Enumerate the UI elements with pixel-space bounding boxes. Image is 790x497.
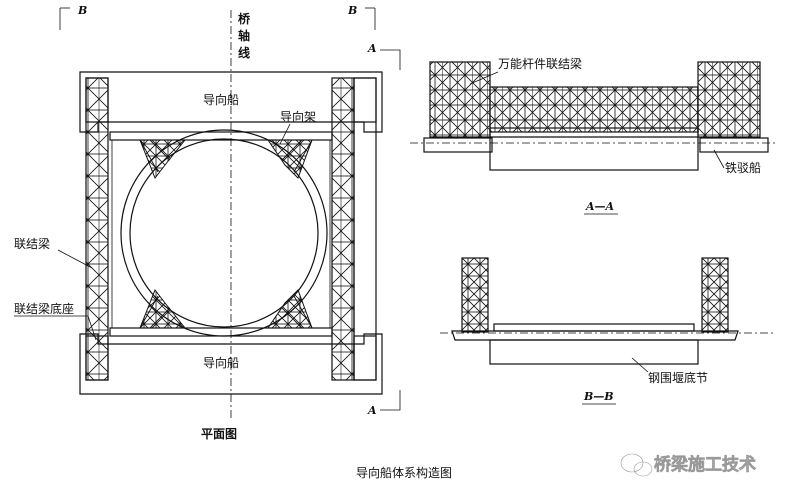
- section-marker-a-bottom: A: [367, 390, 401, 417]
- bb-truss-left: [461, 257, 489, 333]
- cofferdam-outer-circle: [120, 129, 328, 337]
- plan-view: B B A A 桥 轴 线 导向船 导向船: [14, 4, 401, 441]
- aa-barge-right: [699, 137, 769, 153]
- plan-view-label: 平面图: [201, 427, 237, 441]
- cofferdam-inner-circle: [129, 138, 319, 328]
- section-bb-view: 钢围堰底节 B—B: [440, 257, 775, 405]
- iron-barge-leader: [713, 149, 725, 169]
- section-marker-b-right: B: [347, 4, 376, 30]
- svg-text:桥: 桥: [238, 11, 251, 26]
- tie-beam-right: [331, 77, 355, 381]
- section-marker-b-left: B: [59, 4, 87, 30]
- aa-truss-span: [489, 86, 699, 133]
- aa-cofferdam-body: [489, 127, 699, 171]
- tie-beam-left: [85, 77, 109, 381]
- aa-truss-left-tower: [429, 61, 491, 138]
- section-marker-a-top: A: [367, 42, 401, 70]
- bb-deck: [493, 323, 695, 332]
- tie-beam-label: 联结梁: [14, 236, 50, 251]
- tie-beam-base-leader: [87, 315, 97, 341]
- universal-tie-beam-label: 万能杆件联结梁: [498, 56, 582, 71]
- svg-text:线: 线: [238, 45, 250, 60]
- iron-barge-label: 铁驳船: [725, 161, 761, 175]
- tie-beam-base-br: [353, 335, 377, 381]
- cofferdam-bottom-leader: [631, 357, 649, 373]
- cofferdam-bottom-label: 钢围堰底节: [648, 370, 708, 385]
- section-letter-b-left: B: [77, 4, 87, 17]
- guide-frame-tl: [139, 139, 187, 180]
- aa-barge-left: [423, 137, 493, 153]
- section-letter-a-top: A: [367, 42, 377, 55]
- watermark-text: 桥梁施工技术: [654, 454, 756, 475]
- bb-view-label: B—B: [583, 390, 614, 403]
- tie-beam-right-outer: [353, 77, 377, 381]
- watermark: 桥梁施工技术: [620, 453, 756, 477]
- guide-ship-bottom-label: 导向船: [203, 355, 239, 370]
- tie-beam-base-tr: [353, 77, 377, 123]
- connecting-bar-bottom: [109, 327, 333, 337]
- aa-truss-right-tower: [697, 61, 761, 138]
- bb-truss-right: [701, 257, 729, 333]
- guide-frame-bl: [139, 288, 187, 329]
- guide-frame-label: 导向架: [280, 109, 316, 124]
- guide-ship-top-label: 导向船: [203, 92, 239, 107]
- bb-barge: [451, 330, 739, 341]
- tie-beam-leader: [57, 249, 93, 269]
- svg-text:轴: 轴: [238, 28, 250, 43]
- section-letter-b-right: B: [347, 4, 357, 17]
- guide-frame-br: [267, 289, 313, 329]
- connecting-bar-top: [109, 131, 333, 141]
- guide-frame-tr: [267, 139, 313, 179]
- section-letter-a-bottom: A: [367, 404, 377, 417]
- figure-caption: 导向船体系构造图: [356, 465, 452, 480]
- wechat-icon: [620, 453, 653, 477]
- section-aa-view: 万能杆件联结梁 铁驳船 A—A: [410, 56, 775, 215]
- tie-beam-base-label: 联结梁底座: [14, 301, 74, 316]
- universal-tie-beam-leader: [469, 71, 499, 85]
- guide-frame-leader: [279, 123, 291, 145]
- aa-view-label: A—A: [585, 200, 615, 213]
- bridge-axis-label: 桥 轴 线: [238, 11, 251, 60]
- bb-cofferdam-bottom: [489, 339, 699, 365]
